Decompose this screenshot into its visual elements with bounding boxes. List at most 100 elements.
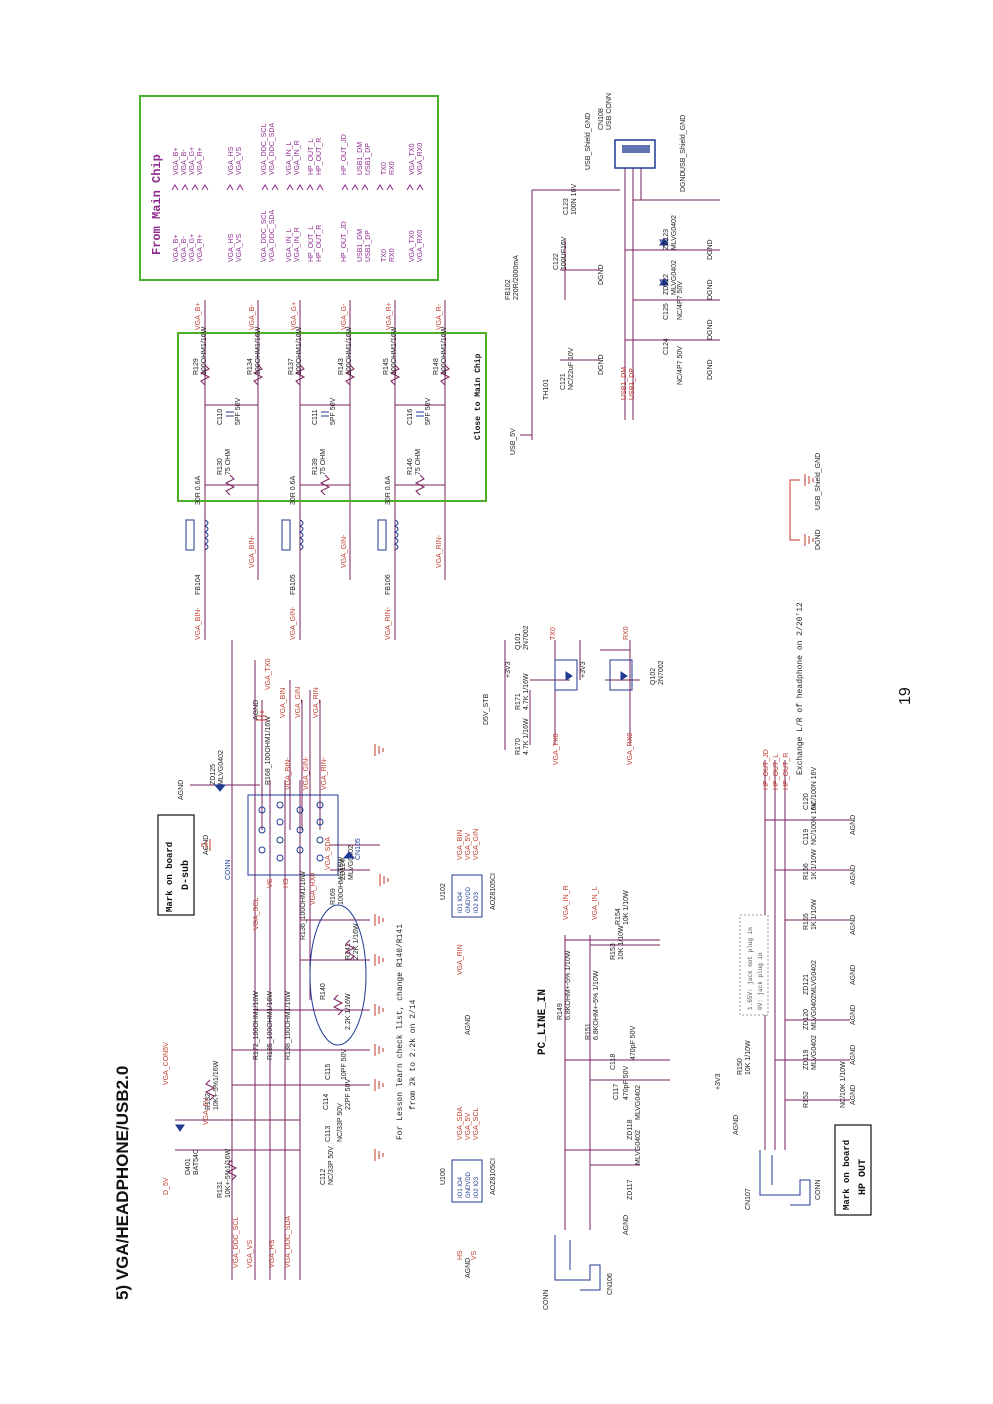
left-grounds — [201, 711, 389, 1161]
mc-right-bp: VGA_B+ — [173, 148, 180, 175]
revision-note: Exchange L/R of headphone on 2/20'12 — [796, 602, 805, 775]
r151-label: R151 — [585, 1023, 592, 1040]
net-vga-in-r: VGA_IN_R — [563, 885, 570, 920]
agnd-hp-6: AGND — [850, 865, 857, 885]
page-title: 5) VGA/HEADPHONE/USB2.0 — [113, 1066, 132, 1300]
q101-label: Q101 — [515, 633, 522, 650]
u100-pins-b: GNDVDD — [466, 1171, 472, 1198]
u102-ic: IO1 IO4 GNDVDD IO2 IO3 U102 AOZ8105CI VG… — [440, 829, 497, 1035]
dgnd-usb-2: DGND — [707, 279, 714, 300]
r143-symbol — [344, 364, 356, 386]
cn107-jack — [759, 1150, 811, 1206]
mc-right-hs: VGA_HS — [228, 146, 235, 175]
r129-label: R129 — [193, 358, 200, 375]
r129-symbol — [199, 364, 211, 386]
net-vga-rin-top: VGA_RIN — [313, 687, 320, 718]
r170-value: 4.7K 1/16W — [523, 718, 530, 755]
r140-symbol — [332, 994, 344, 1016]
agnd-hp-4: AGND — [850, 965, 857, 985]
c120-value: NC/100N 16V — [811, 766, 818, 810]
main-chip-arrows — [171, 184, 424, 191]
agnd-left-1: AGND — [178, 780, 185, 800]
agnd-hp-7: AGND — [850, 815, 857, 835]
r130-symbol — [224, 474, 236, 496]
fb106-label: FB106 — [385, 574, 392, 595]
mc-right-vtx0: VGA_TX0 — [409, 143, 416, 175]
v3v3-hp: +3V3 — [715, 1073, 722, 1090]
usb-shield-link — [789, 474, 814, 546]
mc-left-tx0: TX0 — [381, 249, 388, 262]
dsub-mark-box: Mark on board D-sub — [157, 814, 195, 916]
r131-label: R131 — [217, 1181, 224, 1198]
close-to-main-chip-label: Close to Main Chip — [474, 353, 483, 440]
jack-note-box: 1.65V: jack not plug in 0V: jack plug in — [739, 914, 769, 1016]
r135-label: R135_100OHM1/16W — [267, 991, 274, 1060]
net-vga-5v: VGA_5V — [203, 1097, 210, 1125]
net-vga-gin-top: VGA_GIN — [295, 687, 302, 718]
net-vga-bin-n-mid: VGA_BIN- — [285, 757, 292, 790]
th101-label: TH101 — [543, 379, 550, 400]
conn-label-cn107: CONN — [815, 1179, 822, 1200]
c123-label: C123 — [563, 198, 570, 215]
c119-label: C119 — [803, 829, 810, 845]
r150-value: 10K 1/10W — [745, 1040, 752, 1075]
r156-value: 1K 1/10W — [811, 849, 818, 880]
mc-left-jd: HP_OUT_JD — [341, 221, 348, 262]
mc-right-rp: VGA_R+ — [197, 147, 204, 175]
zd118-value: MLVG0402 — [635, 1085, 642, 1120]
r172-label: R172_100OHM1/16W — [253, 991, 260, 1060]
fb104-label: FB104 — [195, 574, 202, 595]
mc-right-out-l: HP_OUT_L — [308, 139, 315, 175]
r149-label: R149 — [557, 1003, 564, 1020]
r140-value: 2.2K 1/16W — [345, 993, 352, 1030]
lesson-note-1: For Lesson learn check list, change R140… — [396, 924, 405, 1140]
zd119-value: MLVG0402 — [811, 1035, 818, 1070]
r140-label: R140 — [320, 983, 327, 1000]
r145-label: R145 — [383, 358, 390, 375]
net-vga-in-l: VGA_IN_L — [592, 886, 599, 920]
q102-symbol — [609, 659, 633, 691]
r139-label: R139 — [312, 458, 319, 475]
d401-value: BAT54C — [193, 1149, 200, 1175]
from-main-chip-box — [139, 95, 439, 281]
zd120-value: MLVG0402 — [811, 995, 818, 1030]
net-vga-gin-n-mid: VGA_GIN- — [303, 756, 310, 790]
c120-label: C120 — [803, 793, 810, 810]
net-vga-rx0-q: VGA_RX0 — [627, 733, 634, 765]
zd122-value: MLVG0402 — [671, 260, 678, 295]
r146-label: R146 — [407, 458, 414, 475]
mc-left-in-l: VGA_IN_L — [286, 228, 293, 262]
net-hs-mid: HS — [283, 878, 290, 888]
c125-value: NC/4P7 50V — [677, 281, 684, 320]
rgb-wires — [204, 300, 446, 640]
c111-label: C111 — [312, 409, 319, 425]
c116-label: C116 — [407, 409, 414, 425]
net-vga-gm: VGA_G- — [341, 303, 348, 330]
mc-left-dp: USB1_DP — [365, 230, 372, 262]
r138-label: R138_100OHM1/16W — [285, 991, 292, 1060]
r129-value: 100OHM1/16W — [201, 326, 208, 375]
agnd-hp-3: AGND — [850, 1005, 857, 1025]
r148-symbol — [439, 364, 451, 386]
r156-label: R156 — [803, 863, 810, 880]
r134-label: R134 — [247, 358, 254, 375]
fb105-value: 30R 0.6A — [290, 475, 297, 505]
r145-symbol — [389, 364, 401, 386]
net-hp-out-jd: HP_OUT_JD — [763, 749, 770, 790]
r137-label: R137 — [288, 358, 295, 375]
r143-value: 100OHM1/16W — [346, 326, 353, 375]
r153-label: R153 — [610, 943, 617, 960]
c123-value: 100N 16V — [571, 184, 578, 215]
v3v3-q102: +3V3 — [580, 661, 587, 678]
r168-label: R168_100OHM1/16W — [265, 716, 272, 785]
hpout-mark-line2: HP OUT — [858, 1159, 869, 1195]
net-vga-rin-n-mid: VGA_RIN- — [321, 756, 328, 790]
r154-value: 10K 1/10W — [623, 890, 630, 925]
r148-value: 100OHM1/16W — [441, 326, 448, 375]
usb-diodes — [659, 238, 669, 287]
c119-value: NC/100N 16V — [811, 801, 818, 845]
r132-value: 10K+-5%1/16W — [213, 1060, 220, 1110]
u100-net-hs: HS — [457, 1250, 464, 1260]
u102-pins-c: IO2 IO3 — [474, 891, 480, 913]
c115-label: C115 — [325, 1064, 332, 1080]
